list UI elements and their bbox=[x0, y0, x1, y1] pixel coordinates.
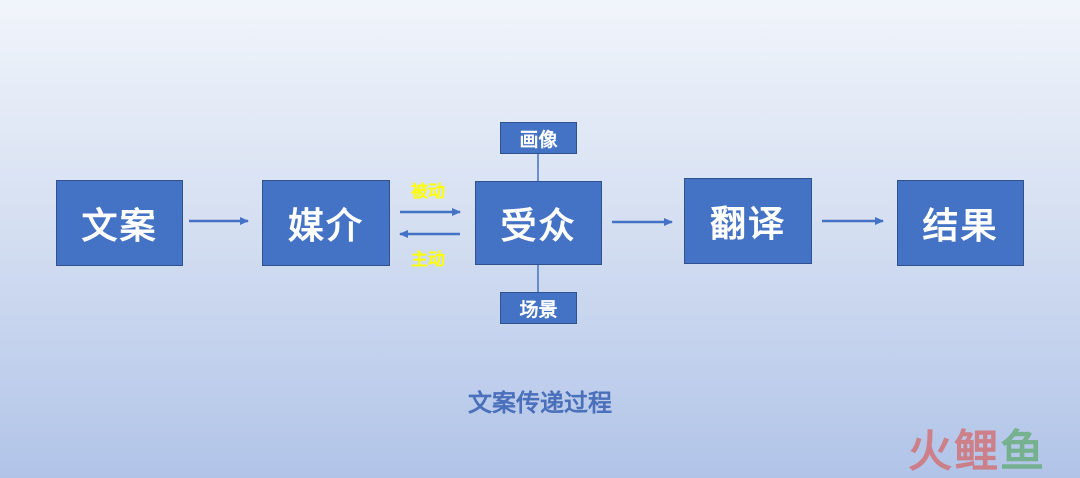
node-media: 媒介 bbox=[262, 180, 390, 266]
edge-label-passive: 被动 bbox=[411, 182, 445, 202]
node-result: 结果 bbox=[897, 180, 1024, 266]
node-copy: 文案 bbox=[56, 180, 183, 266]
watermark-logo: 火鲤鱼 bbox=[908, 430, 1046, 474]
node-translate: 翻译 bbox=[684, 178, 812, 264]
diagram-caption: 文案传递过程 bbox=[468, 389, 612, 417]
node-audience: 受众 bbox=[475, 181, 602, 265]
watermark-part-1: 火 bbox=[908, 426, 954, 477]
node-portrait: 画像 bbox=[500, 122, 577, 154]
watermark-part-3: 鱼 bbox=[1000, 426, 1046, 477]
edge-label-active: 主动 bbox=[411, 250, 445, 270]
watermark-part-2: 鲤 bbox=[954, 426, 1000, 477]
node-scene: 场景 bbox=[500, 292, 577, 324]
